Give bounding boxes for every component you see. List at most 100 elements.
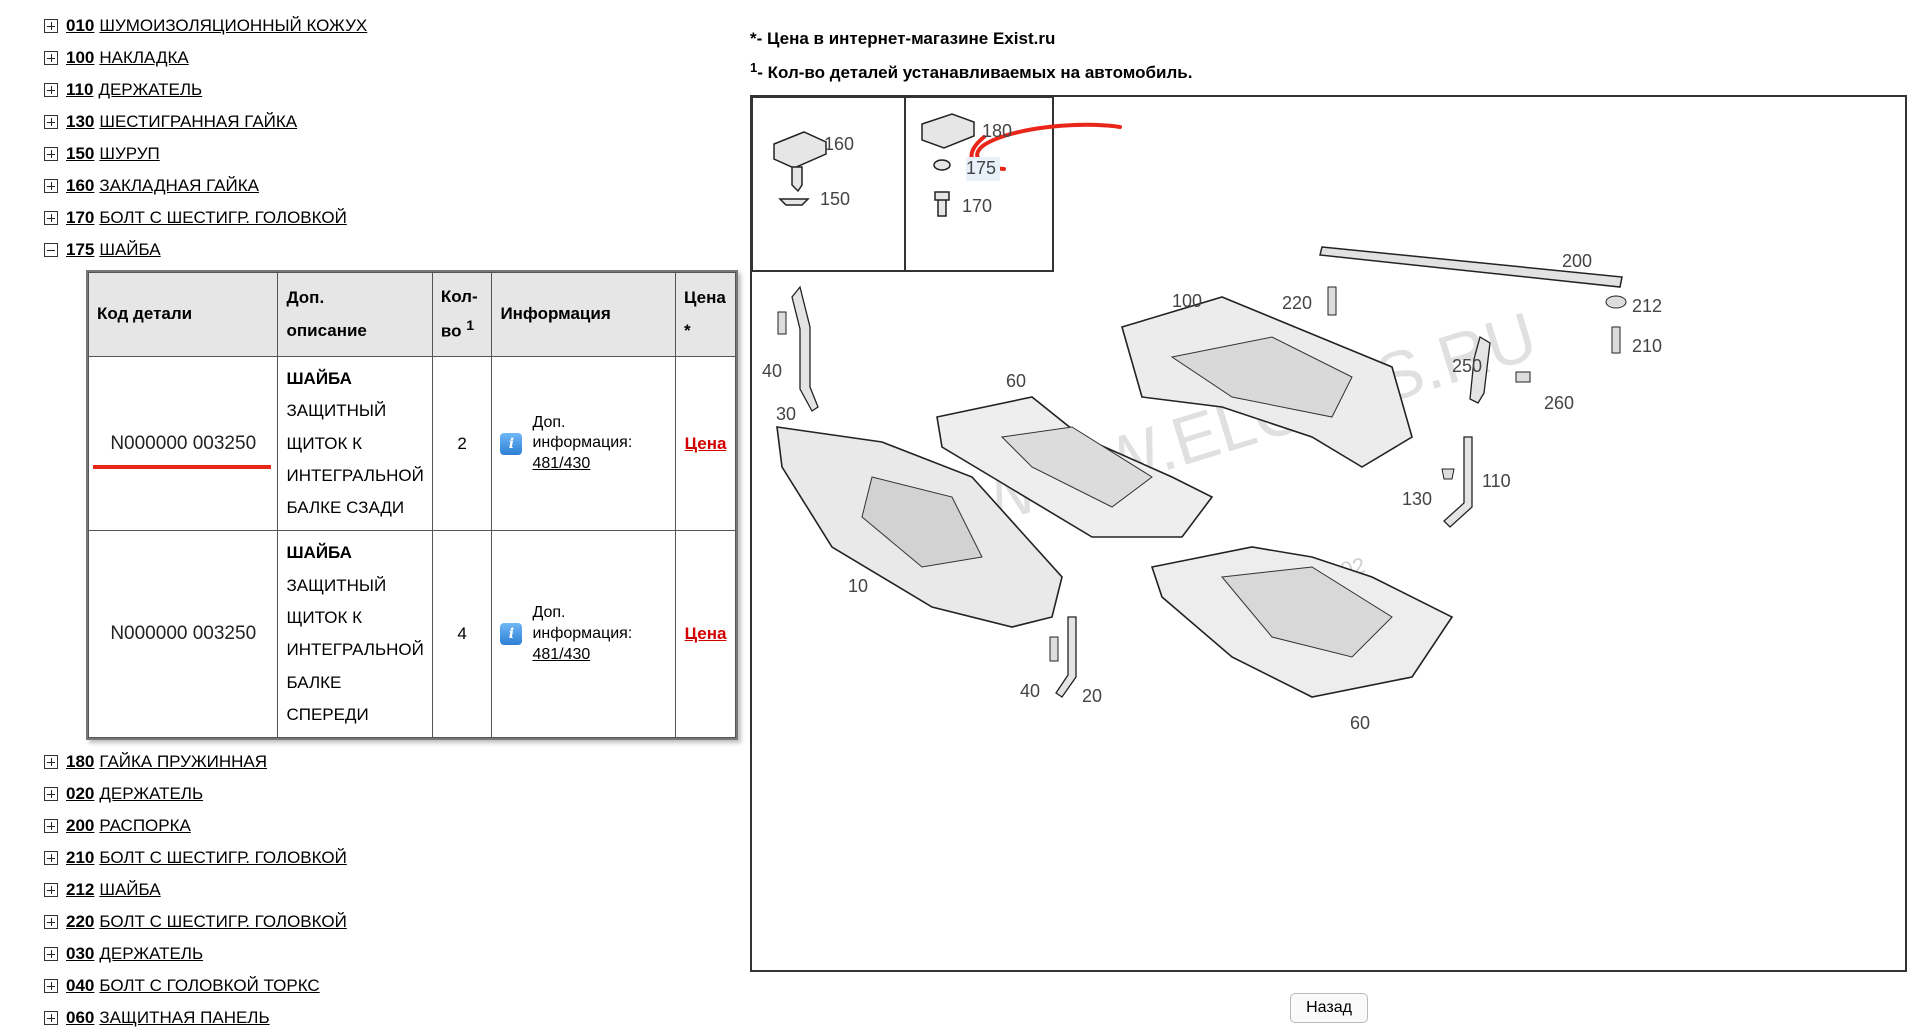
tree-item-number: 220 [66, 912, 95, 932]
part-code[interactable]: N000000 003250 [110, 623, 257, 645]
price-notes: * - Цена в интернет-магазине Exist.ru 1 … [750, 22, 1192, 90]
info-label: Доп. информация: [532, 413, 633, 452]
price-link[interactable]: Цена [684, 433, 727, 453]
bolt-220-icon [1327, 286, 1337, 316]
expand-icon[interactable] [44, 851, 58, 866]
callout-10[interactable]: 10 [848, 576, 868, 596]
callout-200[interactable]: 200 [1562, 251, 1592, 271]
expand-icon[interactable] [44, 947, 58, 962]
tree-item-number: 130 [66, 112, 95, 131]
callout-130[interactable]: 130 [1402, 489, 1432, 509]
part-info-cell: i Доп. информация: 481/430 [491, 355, 677, 532]
expand-icon[interactable] [44, 883, 58, 898]
callout-260[interactable]: 260 [1544, 393, 1574, 413]
spring-nut-180-icon [921, 113, 975, 149]
callout-150[interactable]: 150 [820, 189, 850, 209]
callout-60-middle[interactable]: 60 [1006, 371, 1026, 391]
collapse-icon[interactable] [44, 243, 58, 257]
callout-30[interactable]: 30 [776, 404, 796, 424]
expand-icon[interactable] [44, 19, 58, 33]
part-code-cell: N000000 003250 [87, 530, 279, 739]
red-highlight-underline [93, 465, 271, 469]
info-link[interactable]: 481/430 [532, 455, 591, 473]
expand-icon[interactable] [44, 787, 58, 802]
info-icon[interactable]: i [500, 623, 523, 646]
callout-212[interactable]: 212 [1632, 296, 1662, 316]
callout-110[interactable]: 110 [1482, 471, 1511, 491]
expand-icon[interactable] [44, 915, 58, 930]
callout-160[interactable]: 160 [824, 134, 854, 154]
tree-item-label: БОЛТ С ШЕСТИГР. ГОЛОВКОЙ [99, 208, 347, 227]
callout-100[interactable]: 100 [1172, 291, 1202, 311]
expand-icon[interactable] [44, 115, 58, 129]
price-link[interactable]: Цена [684, 624, 727, 644]
info-icon[interactable]: i [500, 432, 523, 455]
back-button[interactable]: Назад [1290, 993, 1368, 1023]
callout-175[interactable]: 175 [966, 158, 996, 178]
callout-60-bottom[interactable]: 60 [1350, 713, 1370, 733]
tree-item-number: 150 [66, 144, 95, 163]
part-code[interactable]: N000000 003250 [110, 432, 257, 454]
bolt-40-bottom-icon [1049, 636, 1059, 662]
callout-40-bottom[interactable]: 40 [1020, 681, 1040, 701]
callout-250[interactable]: 250 [1452, 356, 1482, 376]
expand-icon[interactable] [44, 83, 58, 97]
tree-item-label: БОЛТ С ГОЛОВКОЙ ТОРКС [99, 976, 320, 996]
callout-170[interactable]: 170 [962, 196, 992, 216]
bracket-110-icon [1443, 436, 1473, 528]
expand-icon[interactable] [44, 755, 58, 770]
expand-icon[interactable] [44, 819, 58, 834]
part-price-cell: Цена [675, 355, 736, 532]
callout-40-top[interactable]: 40 [762, 361, 782, 381]
expand-icon[interactable] [44, 147, 58, 161]
tree-item-number: 160 [66, 176, 95, 195]
callout-20[interactable]: 20 [1082, 686, 1102, 706]
tree-item-label: ШУРУП [99, 144, 160, 163]
expand-icon[interactable] [44, 979, 58, 994]
expand-icon[interactable] [44, 179, 58, 193]
callout-180[interactable]: 180 [982, 121, 1012, 141]
expand-icon[interactable] [44, 1011, 58, 1026]
info-link[interactable]: 481/430 [532, 645, 591, 663]
callout-210[interactable]: 210 [1632, 336, 1662, 356]
expand-icon[interactable] [44, 211, 58, 225]
tree-item-number: 170 [66, 208, 95, 227]
expand-icon[interactable] [44, 51, 58, 65]
callout-220[interactable]: 220 [1282, 293, 1312, 313]
